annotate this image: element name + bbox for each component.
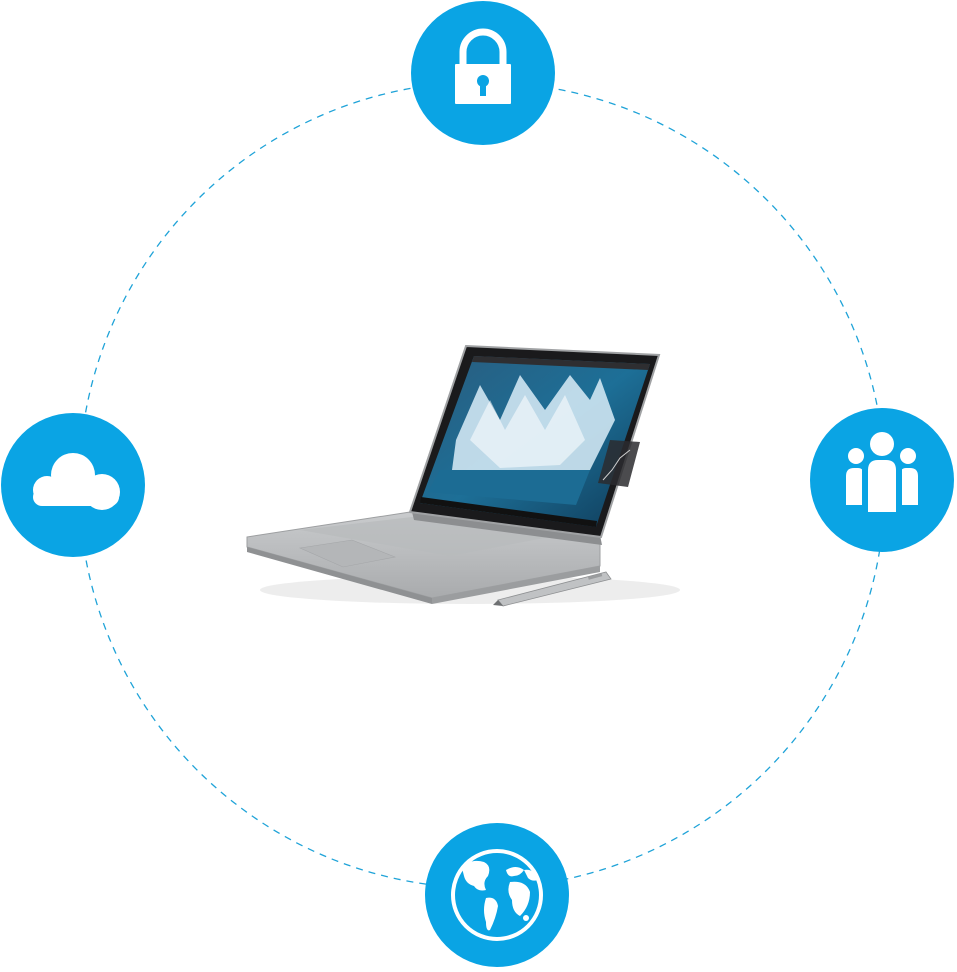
surface-pen: [493, 571, 612, 607]
cloud-node[interactable]: [1, 413, 145, 557]
people-group-icon: [846, 432, 918, 512]
globe-icon: [451, 849, 543, 941]
padlock-icon: [455, 28, 511, 104]
laptop-illustration: [246, 344, 680, 607]
internet-node[interactable]: [425, 823, 569, 967]
people-node[interactable]: [810, 408, 954, 552]
security-node[interactable]: [411, 1, 555, 145]
cloud-icon: [33, 453, 120, 510]
